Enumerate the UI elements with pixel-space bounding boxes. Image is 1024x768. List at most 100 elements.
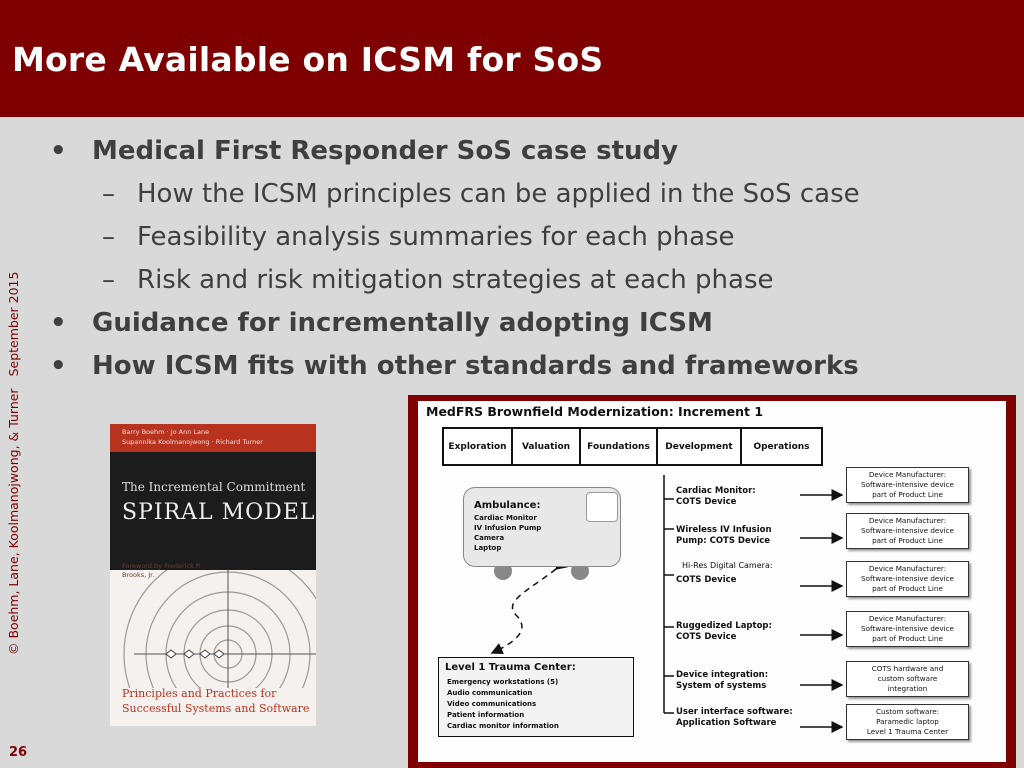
manufacturer-box: Device Manufacturer: Software-intensive …	[846, 611, 969, 647]
manufacturer-line: Software-intensive device	[861, 574, 954, 583]
title-bar: More Available on ICSM for SoS	[0, 0, 1024, 117]
ambulance-item: IV Infusion Pump	[474, 524, 542, 532]
bullet-list: •Medical First Responder SoS case study …	[50, 136, 950, 394]
trauma-center-box: Level 1 Trauma Center: Emergency worksta…	[438, 657, 634, 737]
bullet-mark: –	[102, 222, 115, 252]
branch-line: Ruggedized Laptop:	[676, 621, 772, 631]
manufacturer-line: Software-intensive device	[861, 480, 954, 489]
ambulance-box: Ambulance: Cardiac Monitor IV Infusion P…	[463, 487, 621, 567]
manufacturer-line: COTS hardware and	[871, 664, 944, 673]
spiral-graphic-icon	[123, 570, 316, 688]
book-subtitle: Principles and Practices for Successful …	[122, 686, 312, 716]
branch-camera: COTS Device	[676, 575, 736, 586]
book-cover: Barry Boehm · Jo Ann Lane Supannika Kool…	[110, 424, 316, 726]
manufacturer-line: part of Product Line	[872, 584, 943, 593]
trauma-center-item: Video communications	[447, 700, 537, 708]
phase-operations: Operations	[740, 427, 823, 466]
manufacturer-line: Device Manufacturer:	[868, 614, 947, 623]
camera-label: Hi-Res Digital Camera:	[682, 561, 773, 570]
branch-cardiac-monitor: Cardiac Monitor: COTS Device	[676, 486, 756, 508]
branch-line: User interface software:	[676, 707, 793, 717]
branch-line: Application Software	[676, 718, 777, 728]
book-title-line2: SPIRAL MODEL	[122, 500, 316, 525]
book-subtitle-line: Principles and Practices for	[122, 687, 277, 700]
branch-iv-pump: Wireless IV Infusion Pump: COTS Device	[676, 525, 772, 547]
ambulance-item: Cardiac Monitor	[474, 514, 537, 522]
book-title-band	[110, 452, 316, 570]
diagram-canvas: MedFRS Brownfield Modernization: Increme…	[418, 401, 1006, 762]
manufacturer-line: part of Product Line	[872, 634, 943, 643]
branch-line: Cardiac Monitor:	[676, 486, 756, 496]
slide-title: More Available on ICSM for SoS	[12, 40, 604, 79]
bullet-text: How the ICSM principles can be applied i…	[137, 179, 860, 209]
sub-bullet-item: –How the ICSM principles can be applied …	[50, 179, 950, 222]
bullet-mark: –	[102, 265, 115, 295]
bullet-text: Feasibility analysis summaries for each …	[137, 222, 735, 252]
manufacturer-box: Device Manufacturer: Software-intensive …	[846, 513, 969, 549]
manufacturer-line: integration	[887, 684, 928, 693]
bullet-item: • Guidance for incrementally adopting ICS…	[50, 308, 950, 351]
trauma-center-title: Level 1 Trauma Center:	[445, 662, 576, 673]
book-authors-line: Supannika Koolmanojwong · Richard Turner	[122, 438, 263, 446]
branch-line: Pump: COTS Device	[676, 536, 771, 546]
diagram-title: MedFRS Brownfield Modernization: Increme…	[426, 404, 764, 419]
branch-line: Wireless IV Infusion	[676, 525, 772, 535]
manufacturer-box: COTS hardware and custom software integr…	[846, 661, 969, 697]
phase-exploration: Exploration	[442, 427, 513, 466]
branch-line: System of systems	[676, 681, 767, 691]
sub-bullet-item: –Feasibility analysis summaries for each…	[50, 222, 950, 265]
phase-development: Development	[656, 427, 742, 466]
trauma-center-item: Cardiac monitor information	[447, 722, 559, 730]
book-title-line1: The Incremental Commitment	[122, 480, 306, 494]
branch-device-integration: Device integration: System of systems	[676, 670, 768, 692]
ambulance-window	[586, 492, 618, 522]
manufacturer-line: Custom software:	[875, 707, 940, 716]
page-number: 26	[9, 745, 28, 760]
manufacturer-line: Paramedic laptop	[876, 717, 939, 726]
manufacturer-line: part of Product Line	[872, 490, 943, 499]
bullet-mark: •	[50, 308, 67, 338]
manufacturer-box: Device Manufacturer: Software-intensive …	[846, 467, 969, 503]
bullet-mark: –	[102, 179, 115, 209]
branch-line: COTS Device	[676, 575, 737, 585]
bullet-item: • How ICSM fits with other standards and …	[50, 351, 950, 394]
ambulance-title: Ambulance:	[474, 500, 541, 511]
trauma-center-item: Audio communication	[447, 689, 533, 697]
branch-line: Device integration:	[676, 670, 769, 680]
ambulance-item: Laptop	[474, 544, 502, 552]
trauma-center-item: Patient information	[447, 711, 525, 719]
book-authors: Barry Boehm · Jo Ann Lane Supannika Kool…	[122, 427, 312, 447]
manufacturer-line: custom software	[877, 674, 938, 683]
book-foreword: Foreword by Frederick P. Brooks, Jr.	[122, 562, 201, 579]
phase-foundations: Foundations	[579, 427, 658, 466]
branch-line: COTS Device	[676, 497, 737, 507]
branch-laptop: Ruggedized Laptop: COTS Device	[676, 621, 772, 643]
manufacturer-line: Device Manufacturer:	[868, 516, 947, 525]
branch-line: COTS Device	[676, 632, 737, 642]
manufacturer-line: Software-intensive device	[861, 624, 954, 633]
medfrs-diagram: MedFRS Brownfield Modernization: Increme…	[408, 395, 1016, 768]
sub-bullet-item: –Risk and risk mitigation strategies at …	[50, 265, 950, 308]
phase-valuation: Valuation	[511, 427, 581, 466]
bullet-text: Guidance for incrementally adopting ICSM	[92, 308, 713, 338]
manufacturer-line: part of Product Line	[872, 536, 943, 545]
bullet-text: Risk and risk mitigation strategies at e…	[137, 265, 774, 295]
bullet-text: Medical First Responder SoS case study	[92, 136, 679, 166]
manufacturer-line: Software-intensive device	[861, 526, 954, 535]
manufacturer-box: Device Manufacturer: Software-intensive …	[846, 561, 969, 597]
branch-ui-software: User interface software: Application Sof…	[676, 707, 793, 729]
manufacturer-box: Custom software: Paramedic laptop Level …	[846, 704, 969, 740]
copyright-date: September 2015	[6, 271, 21, 377]
bullet-mark: •	[50, 136, 67, 166]
book-author-band	[110, 424, 316, 452]
bullet-item: • Medical First Responder SoS case study	[50, 136, 950, 179]
manufacturer-line: Device Manufacturer:	[868, 470, 947, 479]
bullet-text: How ICSM fits with other standards and f…	[92, 351, 859, 381]
copyright-authors: © Boehm, Lane, Koolmanojwong, & Turner	[6, 388, 21, 655]
manufacturer-line: Level 1 Trauma Center	[866, 727, 949, 736]
ambulance-item: Camera	[474, 534, 505, 542]
book-subtitle-line: Successful Systems and Software	[122, 702, 310, 715]
manufacturer-line: Device Manufacturer:	[868, 564, 947, 573]
bullet-mark: •	[50, 351, 67, 381]
copyright-note: © Boehm, Lane, Koolmanojwong, & Turner Se…	[6, 235, 21, 655]
